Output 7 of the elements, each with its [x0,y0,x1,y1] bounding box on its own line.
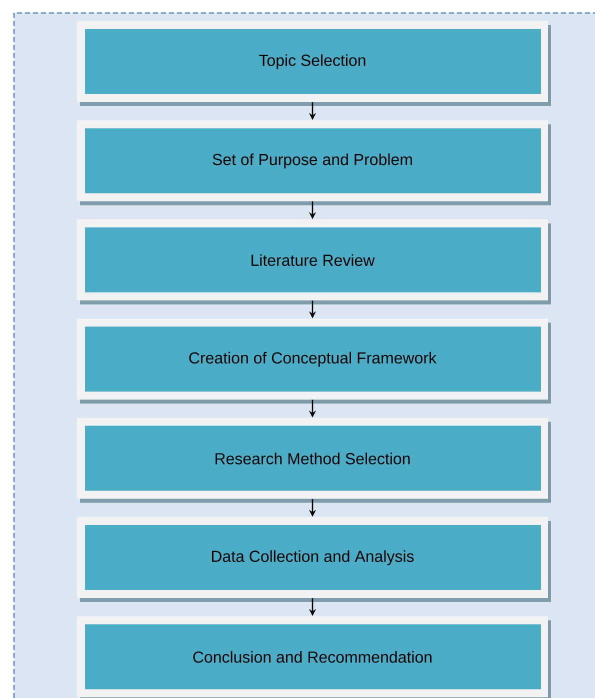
process-box: Creation of Conceptual Framework [77,318,551,404]
process-box: Research Method Selection [77,418,551,503]
process-box: Literature Review [77,219,551,304]
process-box: Conclusion and Recommendation [77,616,551,698]
process-box: Data Collection and Analysis [77,517,551,602]
process-box: Topic Selection [77,21,551,106]
process-box: Set of Purpose and Problem [77,120,551,206]
